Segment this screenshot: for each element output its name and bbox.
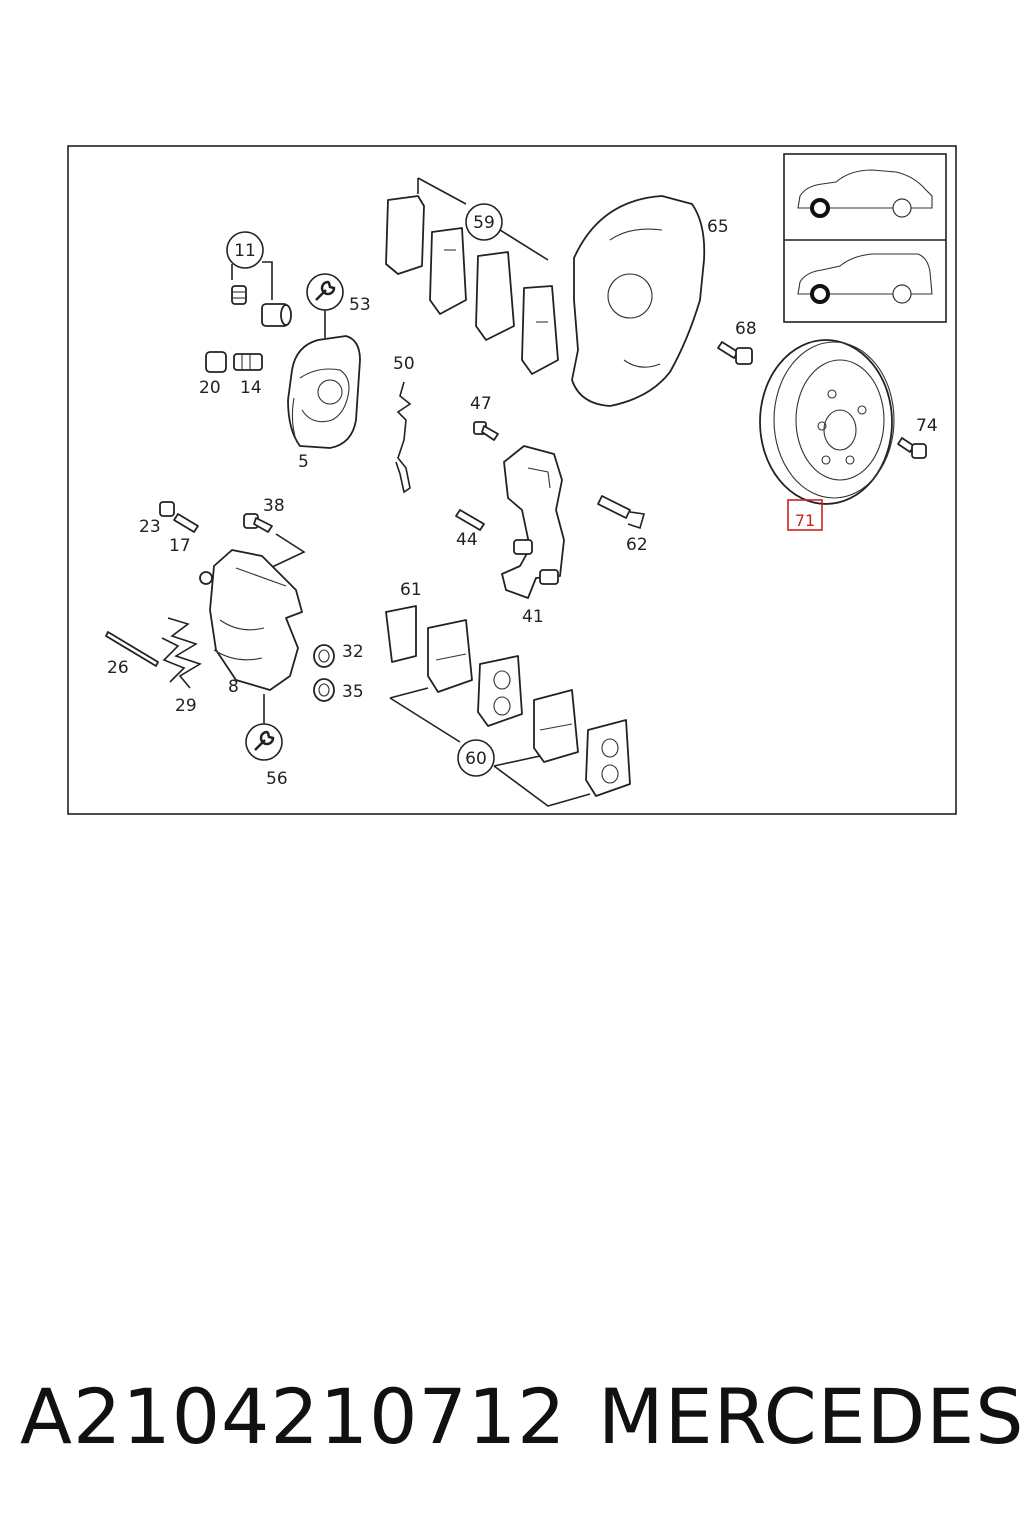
vehicle-inset: [783, 153, 947, 323]
parts-20-14: 20 14: [199, 351, 263, 398]
callout-44: 44: [456, 530, 478, 550]
splash-shield-65: 65: [571, 195, 729, 407]
callout-8: 8: [228, 677, 239, 697]
callout-38: 38: [263, 496, 285, 516]
callout-53: 53: [349, 295, 371, 315]
wrench-icon: [254, 730, 275, 751]
pin-26: 26: [105, 631, 159, 678]
sensor-62: 62: [597, 495, 648, 555]
callout-11-group: 11: [226, 231, 292, 327]
callout-71-highlight: [787, 499, 823, 531]
diagram-frame: [67, 145, 957, 815]
callout-41: 41: [522, 607, 544, 627]
callout-61: 61: [400, 580, 422, 600]
callout-11: 11: [234, 241, 256, 261]
callout-17-visible: 17: [169, 536, 191, 556]
callout-59: 59: [473, 213, 495, 233]
wrench-icon: [315, 280, 336, 301]
parts-38-23-17: 38 74 44 61: [159, 496, 306, 569]
callout-56: 56: [266, 769, 288, 789]
wear-sensor-50: 50: [393, 354, 415, 494]
pad-set-59: 59: [385, 177, 559, 375]
bolt-47: 47: [470, 394, 499, 441]
sedan-icon: [797, 169, 933, 218]
bolt-68: 68: [717, 319, 757, 365]
callout-14: 14: [240, 378, 262, 398]
callout-62: 62: [626, 535, 648, 555]
parts-diagram: 11 53 20 14 5 50: [67, 145, 957, 815]
pin-44: 44: [455, 509, 485, 550]
callout-23-visible: 23: [139, 517, 161, 537]
callout-71: 71: [795, 511, 815, 530]
carrier-41: 41: [501, 445, 565, 627]
part-number: A2104210712: [20, 1372, 567, 1461]
bolt-74: 74: [897, 416, 938, 459]
caliper-8: 8: [199, 549, 303, 697]
rings-32-35: 32 35: [313, 642, 364, 702]
callout-35: 35: [342, 682, 364, 702]
brand-name: MERCEDES: [598, 1372, 1024, 1461]
callout-65: 65: [707, 217, 729, 237]
callout-60: 60: [465, 749, 487, 769]
callout-56-group: 56: [245, 694, 288, 789]
callout-32: 32: [342, 642, 364, 662]
callout-29: 29: [175, 696, 197, 716]
caliper-5: 5: [287, 335, 361, 472]
brake-disc-71: 71: [759, 339, 895, 531]
callout-5: 5: [298, 452, 309, 472]
callout-20: 20: [199, 378, 221, 398]
callout-50: 50: [393, 354, 415, 374]
spring-29: 29: [161, 617, 202, 716]
wagon-icon: [797, 253, 933, 304]
bushing-part: [261, 303, 292, 327]
callout-47: 47: [470, 394, 492, 414]
caption: A2104210712 MERCEDES: [0, 1372, 1024, 1482]
bolt-part: [231, 285, 247, 305]
shim-61: 61: [385, 580, 422, 663]
callout-53-group: 53: [306, 273, 371, 338]
pad-set-60: 60: [389, 619, 631, 807]
callout-26: 26: [107, 658, 129, 678]
callout-74: 74: [916, 416, 938, 436]
callout-68: 68: [735, 319, 757, 339]
